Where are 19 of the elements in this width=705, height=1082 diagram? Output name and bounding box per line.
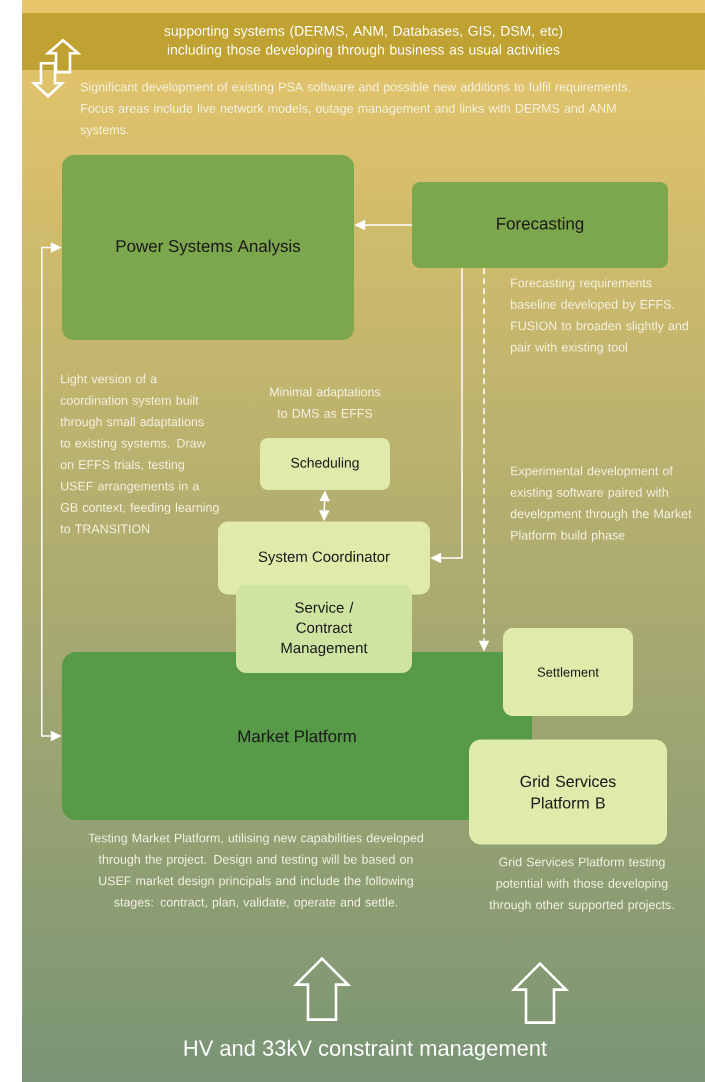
process-box: Service / Contract Management xyxy=(236,585,412,673)
description-text: Testing Market Platform, utilising new capabilities developed through the project. Design and testing will be based on USEF market design principals and include the following stages: contract, plan, validate, operate and settle. xyxy=(88,833,423,910)
description-text: Minimal adaptations to DMS as EFFS xyxy=(270,387,381,418)
process-box: Power Systems Analysis xyxy=(62,155,354,340)
hollow-arrow xyxy=(44,38,82,74)
hollow-arrow xyxy=(292,956,352,1021)
note-text: Experimental development of existing software paired with development through the Market Platform build phase xyxy=(510,466,692,543)
hollow-arrow xyxy=(510,961,570,1024)
hollow-arrow xyxy=(30,61,66,98)
description-text: Grid Services Platform testing potential with those developing through other supported projects. xyxy=(489,857,674,912)
bottom-label: HV and 33kV constraint management xyxy=(184,1039,547,1061)
description-text: Significant development of existing PSA software and possible new additions to fulfil requirements. Focus areas include live network models, outage management and links with DERMS and ANM systems. xyxy=(80,82,630,137)
banner-band: supporting systems (DERMS, ANM, Databases, GIS, DSM, etc) including those developing through business as usual activities xyxy=(22,13,705,70)
process-box: Forecasting xyxy=(412,182,668,268)
process-box: Grid Services Platform B xyxy=(469,739,667,845)
process-box: Scheduling xyxy=(260,438,390,490)
description-text: Forecasting requirements baseline developed by EFFS. FUSION to broaden slightly and pair with existing tool xyxy=(511,278,688,355)
process-box: Settlement xyxy=(503,628,633,716)
description-text: Light version of a coordination system built through small adaptations to existing systems. Draw on EFFS trials, testing USEF arrangements in a GB context, feeding learning to TRANSITION xyxy=(60,374,219,534)
